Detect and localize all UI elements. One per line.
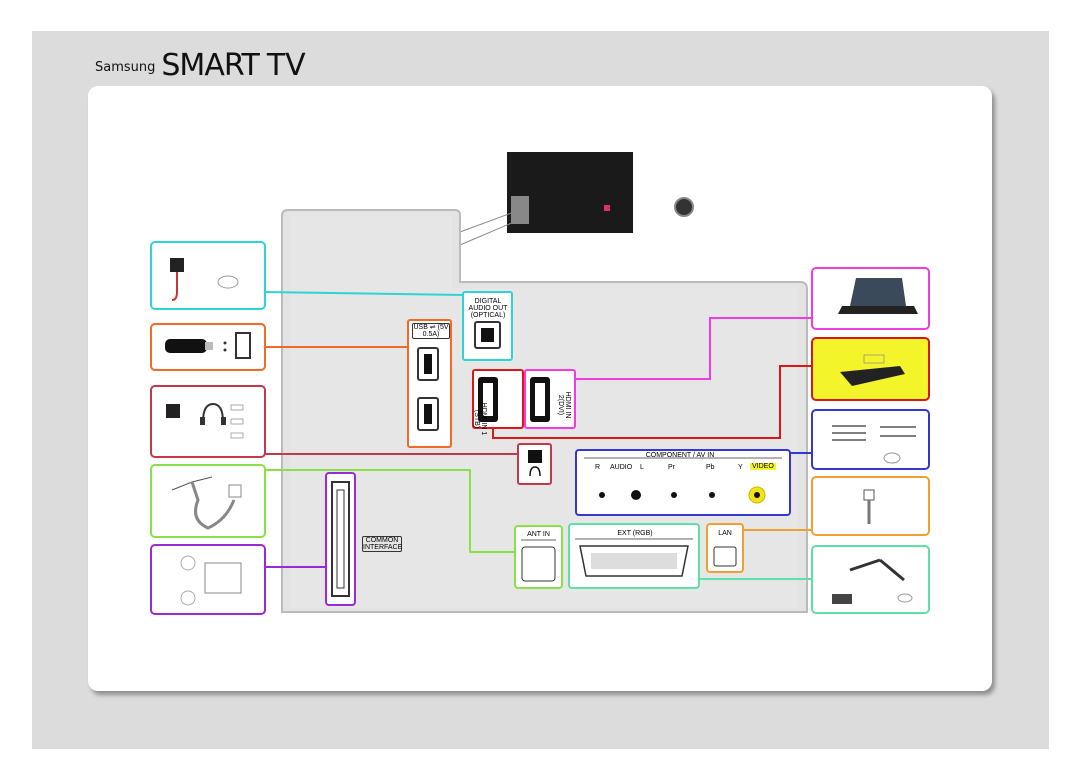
component-audio-label: AUDIO xyxy=(610,464,633,471)
zoom-line-top xyxy=(459,211,515,233)
headphone-symbol-icon xyxy=(529,466,541,477)
disc-icon xyxy=(897,593,913,603)
component-cables-icon xyxy=(832,425,916,441)
usb-stick-connector xyxy=(205,342,213,350)
ext-rgb-label: EXT (RGB) xyxy=(617,530,653,537)
component-r-label: R xyxy=(595,464,601,471)
dot-icon xyxy=(223,341,227,345)
tv-stand-mount-icon xyxy=(674,197,694,217)
usb-port-2-socket xyxy=(424,404,432,424)
laptop-screen-icon xyxy=(850,278,906,306)
hdmi2-label: HDMI IN 2(DVI) xyxy=(557,391,571,419)
laptop-base-icon xyxy=(838,306,918,314)
component-pb-label: Pb xyxy=(706,464,715,471)
component-y-label: Y xyxy=(738,464,743,471)
component-pr-jack xyxy=(671,492,677,498)
headphone-jack-icon xyxy=(166,404,180,418)
common-interface-label: COMMON INTERFACE xyxy=(362,536,403,552)
usb-port-1-socket xyxy=(424,354,432,374)
usb-port-icon xyxy=(235,332,251,359)
component-video-jack-center xyxy=(754,492,760,498)
common-interface-slot-inner xyxy=(336,489,345,589)
hdmi2-port-inner xyxy=(535,383,545,416)
component-l-label: L xyxy=(640,464,644,471)
headphones-right-cup xyxy=(221,417,226,425)
tv-port-area-highlight xyxy=(511,196,529,224)
usb-stick-icon xyxy=(165,339,207,353)
dot-icon xyxy=(223,348,227,352)
scart-plug-icon xyxy=(832,594,852,604)
headphone-port-box[interactable] xyxy=(517,443,552,485)
ant-in-label: ANT IN xyxy=(527,531,550,538)
device-box-optical[interactable] xyxy=(150,241,266,310)
headphone-port-icon xyxy=(528,450,542,463)
laptop-cable-line xyxy=(575,317,812,380)
ci-card-icon xyxy=(204,562,242,594)
hdmi1-label: HDMI IN 1 (STB) xyxy=(473,402,487,436)
logo-product: SMART xyxy=(161,48,259,83)
tv-indicator xyxy=(604,205,610,211)
common-interface-slot xyxy=(331,481,350,597)
component-pr-label: Pr xyxy=(668,464,675,471)
component-av-label: COMPONENT / AV IN xyxy=(645,452,715,459)
optical-plug-icon xyxy=(170,258,184,272)
device-box-component[interactable] xyxy=(811,409,930,470)
optical-cable-icon xyxy=(171,272,178,301)
zoom-line-bottom xyxy=(459,221,515,246)
antenna-cable-icon xyxy=(190,481,236,530)
plug-icon xyxy=(230,432,244,439)
ci-rotate-icon xyxy=(180,590,196,606)
component-av-port-box[interactable] xyxy=(575,449,791,516)
ant-in-socket xyxy=(521,546,556,582)
logo-suffix: TV xyxy=(266,48,306,83)
device-box-scart[interactable] xyxy=(811,545,930,614)
scart-port-pins xyxy=(591,553,677,569)
device-box-ci-card[interactable] xyxy=(150,544,266,615)
component-pb-jack xyxy=(709,492,715,498)
device-box-headphone[interactable] xyxy=(150,385,266,458)
stb-cable-icon xyxy=(863,354,885,364)
plug-icon xyxy=(230,404,244,411)
lan-socket-icon xyxy=(713,546,737,567)
plug-icon xyxy=(230,418,244,425)
scart-cable-icon xyxy=(849,558,905,582)
disc-icon xyxy=(883,452,901,464)
usb-label: USB ⇌ (5V 0.5A) xyxy=(412,323,450,339)
antenna-cable-line xyxy=(265,469,516,553)
optical-port-socket xyxy=(481,328,494,342)
device-box-antenna[interactable] xyxy=(150,464,266,538)
wall-socket-icon xyxy=(228,484,242,498)
component-audio-l-jack xyxy=(631,490,641,500)
lan-label: LAN xyxy=(718,530,732,537)
lan-socket-icon xyxy=(863,489,875,501)
headphones-icon xyxy=(202,402,224,423)
common-interface-slot-box[interactable] xyxy=(325,472,356,606)
digital-audio-out-label: DIGITAL AUDIO OUT (OPTICAL) xyxy=(468,298,508,319)
stb-cable-line xyxy=(492,365,812,439)
component-video-label: VIDEO xyxy=(750,463,776,470)
audio-disc-icon xyxy=(217,275,239,289)
hdmi1-port-inner xyxy=(483,383,493,416)
set-top-box-icon xyxy=(840,366,905,386)
logo-brand: Samsung xyxy=(95,60,156,75)
samsung-smart-tv-logo: Samsung SMART TV xyxy=(95,48,306,83)
ci-rotate-icon xyxy=(180,555,196,571)
headphones-left-cup xyxy=(200,417,205,425)
component-audio-r-jack xyxy=(599,492,605,498)
optical-cable-line xyxy=(264,291,466,296)
